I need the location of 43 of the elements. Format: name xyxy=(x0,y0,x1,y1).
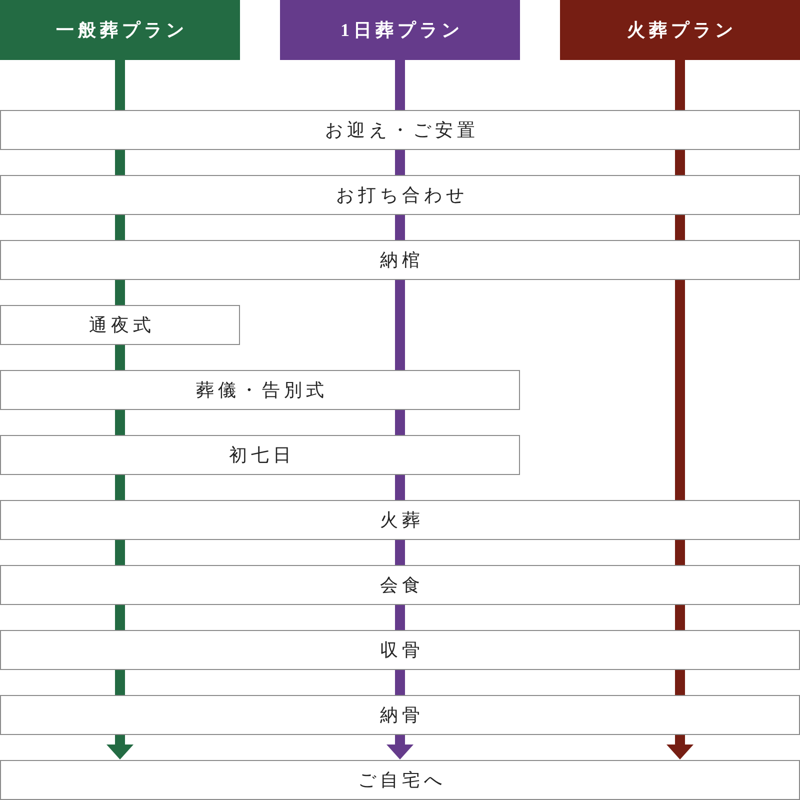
connector-line xyxy=(115,605,125,630)
connector-line xyxy=(395,215,405,240)
connector-line xyxy=(675,60,685,110)
connector-line xyxy=(395,670,405,695)
step-box: お迎え・ご安置 xyxy=(0,110,800,150)
connector-line xyxy=(395,150,405,175)
connector-line xyxy=(395,605,405,630)
connector-line xyxy=(115,280,125,305)
connector-line xyxy=(115,150,125,175)
plan-header: 一般葬プラン xyxy=(0,0,240,60)
step-box: 会食 xyxy=(0,565,800,605)
plan-header: 1日葬プラン xyxy=(280,0,520,60)
connector-line xyxy=(115,410,125,435)
step-box: お打ち合わせ xyxy=(0,175,800,215)
step-box: 納棺 xyxy=(0,240,800,280)
arrow xyxy=(386,735,414,760)
connector-line xyxy=(395,540,405,565)
connector-line xyxy=(115,215,125,240)
step-box: 納骨 xyxy=(0,695,800,735)
plan-header: 火葬プラン xyxy=(560,0,800,60)
arrow xyxy=(666,735,694,760)
step-box: 火葬 xyxy=(0,500,800,540)
connector-line xyxy=(115,670,125,695)
step-box: 葬儀・告別式 xyxy=(0,370,520,410)
arrow xyxy=(106,735,134,760)
step-box: 通夜式 xyxy=(0,305,240,345)
connector-line xyxy=(395,475,405,500)
connector-line xyxy=(115,60,125,110)
connector-line xyxy=(675,540,685,565)
connector-line xyxy=(395,60,405,110)
connector-line xyxy=(675,670,685,695)
connector-line xyxy=(115,475,125,500)
connector-line xyxy=(115,540,125,565)
connector-line xyxy=(675,605,685,630)
connector-line xyxy=(395,280,405,370)
connector-line xyxy=(675,215,685,240)
connector-line xyxy=(115,345,125,370)
connector-line xyxy=(675,150,685,175)
connector-line xyxy=(675,280,685,500)
step-box: ご自宅へ xyxy=(0,760,800,800)
connector-line xyxy=(395,410,405,435)
step-box: 収骨 xyxy=(0,630,800,670)
step-box: 初七日 xyxy=(0,435,520,475)
